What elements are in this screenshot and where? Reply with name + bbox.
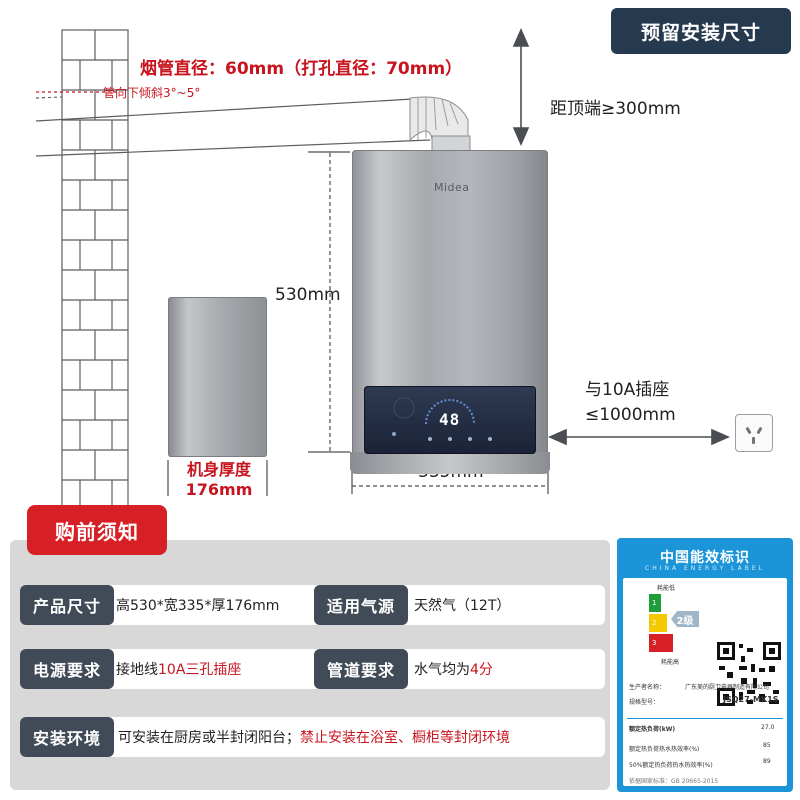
depth-label: 机身厚度 [186, 460, 251, 479]
brand-logo: Midea [434, 181, 470, 194]
efficiency-2-label: 50%额定热负荷热水热效率(%) [629, 762, 713, 769]
value-power-highlight: 10A三孔插座 [158, 662, 242, 678]
energy-label: 中国能效标识 CHINA ENERGY LABEL 耗能低 1 2 3 耗能高 2级 [617, 538, 793, 792]
purchase-notice-title: 购前须知 [27, 505, 167, 555]
depth-value: 176mm [185, 480, 253, 499]
top-clearance-arrow [512, 28, 530, 146]
value-pipe-highlight: 4分 [470, 662, 493, 678]
rated-load-label: 额定热负荷(kW) [629, 726, 676, 733]
value-product-size: 高530*宽335*厚176mm [116, 598, 280, 614]
panel-button-icon[interactable] [428, 437, 432, 441]
flue-pipe [35, 91, 431, 157]
notice-row-environment [20, 717, 605, 757]
depth-dimension-line [167, 460, 268, 496]
tag-pipe: 管道要求 [314, 649, 408, 689]
flue-elbow [409, 96, 471, 153]
panel-button-icon[interactable] [488, 437, 492, 441]
height-note: 530mm [275, 285, 341, 305]
temperature-display: 48 [439, 410, 461, 429]
efficiency-1-value: 85 [763, 742, 771, 749]
socket-distance-arrow [548, 428, 730, 446]
notice-row-power [20, 649, 605, 689]
value-environment: 可安装在厨房或半封闭阳台；禁止安装在浴室、橱柜等封闭环境 [118, 717, 510, 757]
energy-grade-bar: 1 [649, 594, 661, 612]
energy-grade-bar: 3 [649, 634, 673, 652]
tag-power: 电源要求 [20, 649, 114, 689]
energy-label-title: 中国能效标识 [660, 550, 750, 566]
purchase-notice-panel: 产品尺寸 高530*宽335*厚176mm 适用气源 天然气（12T） 电源要求… [10, 540, 610, 790]
rated-load-value: 27.0 [761, 724, 775, 731]
value-power-prefix: 接地线 [116, 662, 158, 678]
energy-grade-indicator: 2级 [671, 611, 699, 627]
brick-wall-drawing [35, 28, 730, 509]
energy-label-body: 耗能低 1 2 3 耗能高 2级 生产者名称： 广东美的厨卫电器制造有限公司 [623, 578, 787, 786]
panel-button-icon[interactable] [468, 437, 472, 441]
qr-code-icon [717, 642, 781, 706]
manufacturer-value: 广东美的厨卫电器制造有限公司 [685, 684, 770, 691]
value-environment-highlight: 禁止安装在浴室、橱柜等封闭环境 [300, 730, 510, 746]
socket-distance-note: 与10A插座 ≤1000mm [585, 378, 676, 428]
efficiency-2-value: 89 [763, 758, 771, 765]
efficiency-1-label: 额定热负荷热水热效率(%) [629, 746, 700, 753]
brick-wall [61, 29, 129, 509]
standard-note: 依据国家标准：GB 20665-2015 [629, 778, 719, 785]
tag-gas-type: 适用气源 [314, 585, 408, 625]
flue-diameter-note: 烟管直径：60mm（打孔直径：70mm） [140, 59, 463, 79]
value-gas-type: 天然气（12T） [414, 598, 511, 614]
height-dimension-line [308, 151, 350, 453]
value-pipe-prefix: 水气均为 [414, 662, 470, 678]
energy-label-subtitle: CHINA ENERGY LABEL [645, 565, 765, 572]
control-panel [364, 386, 536, 454]
tag-product-size: 产品尺寸 [20, 585, 114, 625]
panel-button-icon[interactable] [448, 437, 452, 441]
depth-note: 机身厚度 176mm [170, 460, 268, 500]
energy-grade-bar: 2 [649, 614, 667, 632]
heater-base [350, 452, 550, 474]
flue-tilt-note: 管向下倾斜3°~5° [103, 86, 201, 100]
dial-ring-icon [392, 397, 475, 436]
socket-note-line1: 与10A插座 [585, 380, 670, 400]
manufacturer-label: 生产者名称： [629, 684, 666, 691]
energy-low-caption: 耗能低 [657, 585, 676, 592]
model-value: JSQ27-MK1S [723, 695, 779, 704]
model-label: 规格型号： [629, 699, 660, 706]
energy-high-caption: 耗能高 [661, 659, 680, 666]
tag-environment: 安装环境 [20, 717, 114, 757]
top-clearance-note: 距顶端≥300mm [550, 99, 681, 119]
power-socket-icon [735, 414, 773, 452]
notice-row-size [20, 585, 605, 625]
page-title: 预留安装尺寸 [611, 8, 791, 54]
heater-side-view [168, 297, 267, 457]
value-environment-prefix: 可安装在厨房或半封闭阳台； [118, 730, 300, 746]
socket-note-line2: ≤1000mm [585, 405, 676, 425]
